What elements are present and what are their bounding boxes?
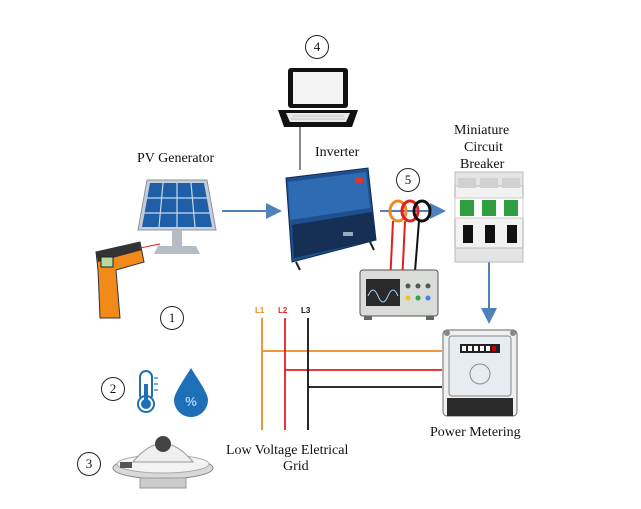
marker-5: 5 — [396, 168, 420, 192]
marker-2: 2 — [101, 377, 125, 401]
label-grid-line1: Low Voltage Eletrical — [226, 443, 349, 458]
phase-label-l2: L2 — [278, 306, 288, 315]
label-grid-line2: Grid — [283, 459, 309, 474]
circuit-breaker-icon — [454, 171, 524, 263]
humidity-drop-icon: % — [174, 368, 208, 417]
oscilloscope-icon — [359, 269, 439, 320]
inverter-icon — [285, 167, 377, 271]
marker-4: 4 — [305, 35, 329, 59]
label-mcb-line2: Circuit — [464, 140, 503, 155]
grid-phase-lines — [261, 318, 442, 430]
marker-1: 1 — [160, 306, 184, 330]
laptop-icon — [278, 68, 358, 127]
label-mcb-line1: Miniature — [454, 123, 510, 138]
infrared-thermometer-icon — [95, 241, 161, 319]
phase-label-l1: L1 — [255, 306, 265, 315]
label-power-metering: Power Metering — [430, 425, 521, 440]
label-inverter: Inverter — [315, 145, 360, 160]
label-mcb-line3: Breaker — [460, 157, 505, 172]
svg-text:%: % — [185, 394, 197, 409]
thermometer-icon — [137, 370, 158, 413]
pyranometer-icon — [112, 436, 214, 489]
phase-label-l3: L3 — [301, 306, 311, 315]
pv-panel-icon — [137, 179, 217, 254]
marker-3: 3 — [77, 452, 101, 476]
power-meter-icon — [442, 329, 518, 417]
label-pv-generator: PV Generator — [137, 151, 215, 166]
